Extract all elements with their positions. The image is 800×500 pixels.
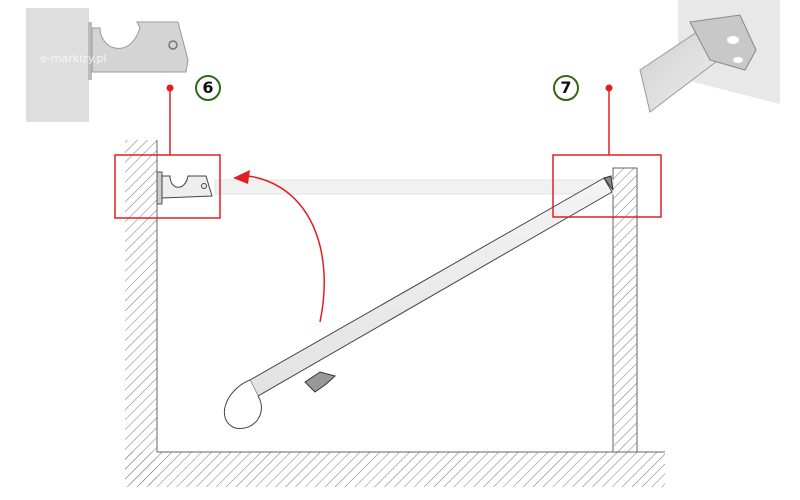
awning-tube bbox=[223, 175, 614, 429]
left-bracket bbox=[156, 171, 213, 205]
watermark: e-markizy.pl bbox=[40, 52, 107, 65]
rotation-arrow bbox=[233, 170, 325, 323]
left-wall bbox=[125, 140, 157, 485]
right-wall bbox=[612, 167, 638, 453]
callout-badge-6: 6 bbox=[195, 75, 221, 101]
detail-image-6 bbox=[26, 8, 189, 122]
callout-7-highlight bbox=[552, 84, 662, 218]
callout-badge-7: 7 bbox=[553, 75, 579, 101]
detail-image-7 bbox=[639, 0, 780, 113]
callout-6-highlight bbox=[114, 84, 221, 219]
floor bbox=[125, 452, 665, 487]
